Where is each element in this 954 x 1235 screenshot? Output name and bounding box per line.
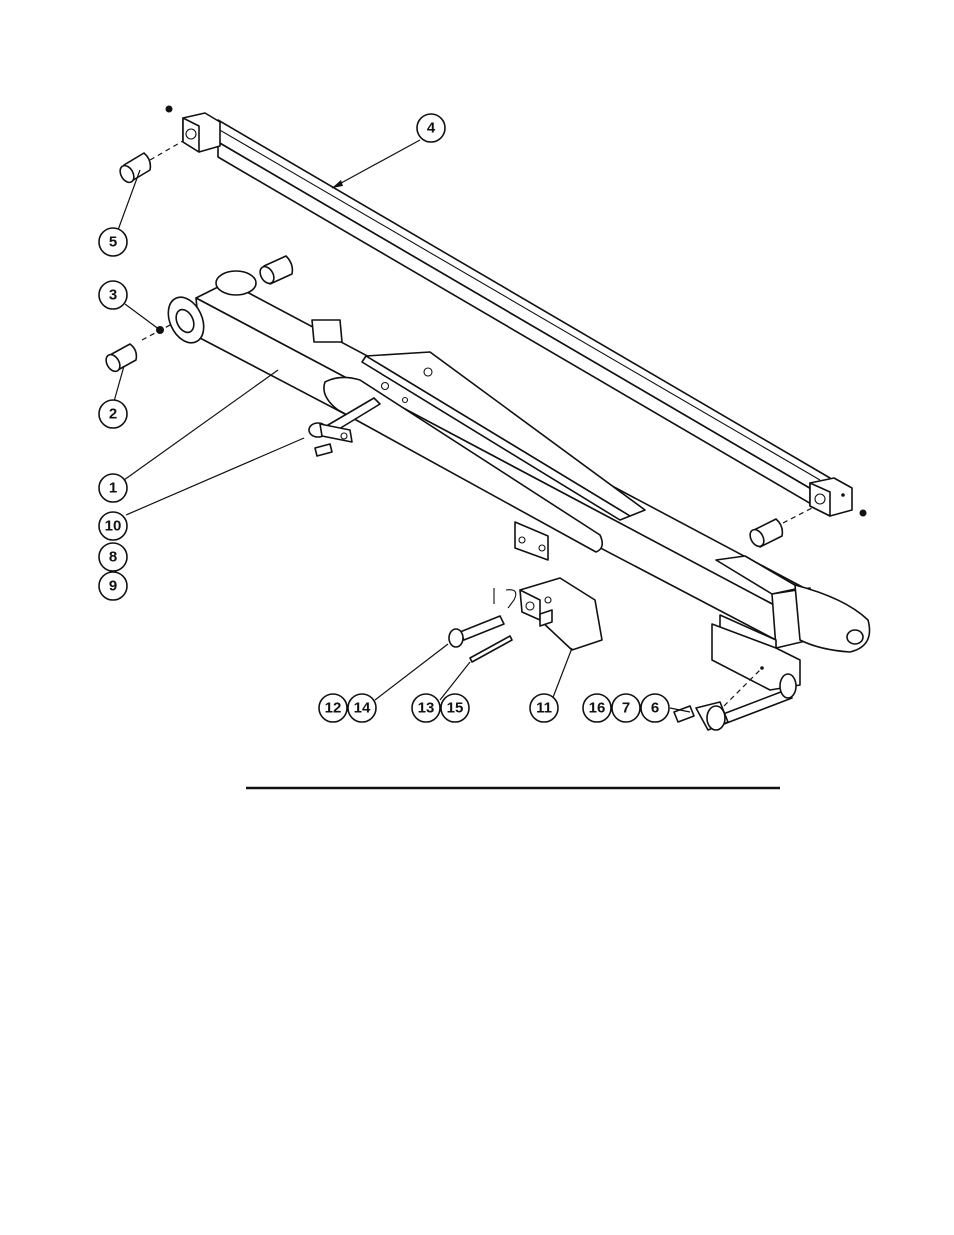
callout-7: 7 xyxy=(612,694,640,722)
svg-text:9: 9 xyxy=(109,578,117,595)
svg-text:5: 5 xyxy=(109,234,117,251)
svg-text:10: 10 xyxy=(105,518,122,535)
callout-8: 8 xyxy=(99,543,127,571)
svg-text:7: 7 xyxy=(622,700,630,717)
callout-3: 3 xyxy=(99,281,127,309)
bushing-upper-pivot xyxy=(257,256,292,286)
svg-text:2: 2 xyxy=(109,406,117,423)
svg-text:4: 4 xyxy=(427,120,436,137)
svg-text:12: 12 xyxy=(325,700,342,717)
callout-11: 11 xyxy=(530,694,558,722)
svg-text:15: 15 xyxy=(447,700,464,717)
svg-text:6: 6 xyxy=(651,700,659,717)
svg-text:1: 1 xyxy=(109,480,117,497)
callout-15: 15 xyxy=(441,694,469,722)
grease-fitting-top xyxy=(166,106,173,113)
callout-13: 13 xyxy=(412,694,440,722)
svg-text:11: 11 xyxy=(536,700,552,717)
callout-2: 2 xyxy=(99,400,127,428)
callout-16: 16 xyxy=(583,694,611,722)
callout-12: 12 xyxy=(319,694,347,722)
svg-text:8: 8 xyxy=(109,549,117,566)
callout-4: 4 xyxy=(417,114,445,142)
svg-text:3: 3 xyxy=(109,287,117,304)
bushing-lower-right xyxy=(747,519,782,549)
latch-pins xyxy=(449,588,516,662)
grease-fitting-right xyxy=(860,510,867,517)
svg-text:16: 16 xyxy=(589,700,606,717)
callout-5: 5 xyxy=(99,228,127,256)
bushing-lower-left xyxy=(103,344,136,374)
callout-1: 1 xyxy=(99,474,127,502)
callout-14: 14 xyxy=(348,694,376,722)
callout-6: 6 xyxy=(641,694,669,722)
svg-text:13: 13 xyxy=(418,700,435,717)
latch-part xyxy=(520,578,602,650)
callout-10: 10 xyxy=(99,512,127,540)
svg-text:14: 14 xyxy=(354,700,371,717)
callout-9: 9 xyxy=(99,572,127,600)
bushing-upper-left xyxy=(117,153,150,185)
main-arm-part xyxy=(161,271,869,690)
